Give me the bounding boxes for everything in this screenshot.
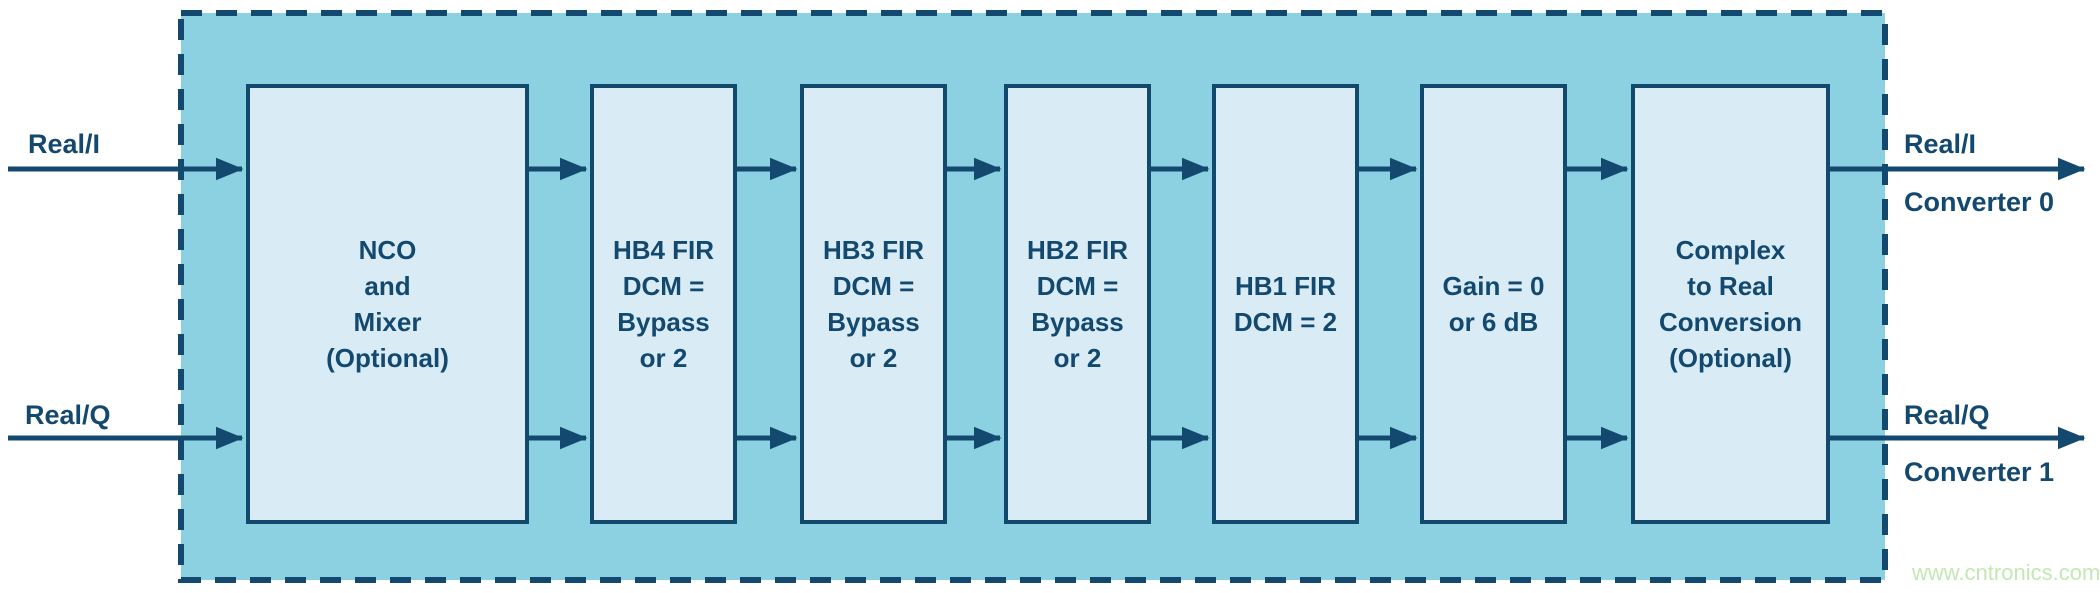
output-label-converter-0: Converter 0	[1904, 187, 2055, 217]
block-hb3-fir-label: HB3 FIR DCM = Bypass or 2	[822, 235, 925, 373]
block-nco-mixer: NCO and Mixer (Optional)	[246, 84, 529, 524]
block-nco-mixer-label: NCO and Mixer (Optional)	[326, 235, 449, 373]
block-hb2-fir-label: HB2 FIR DCM = Bypass or 2	[1026, 235, 1129, 373]
block-complex-to-real: Complex to Real Conversion (Optional)	[1631, 84, 1830, 524]
block-hb4-fir: HB4 FIR DCM = Bypass or 2	[590, 84, 737, 524]
input-label-real-i: Real/I	[28, 129, 101, 159]
block-hb4-fir-label: HB4 FIR DCM = Bypass or 2	[612, 235, 715, 373]
block-gain: Gain = 0 or 6 dB	[1420, 84, 1567, 524]
watermark-text: www.cntronics.com	[1912, 560, 2100, 585]
output-label-converter-1: Converter 1	[1904, 457, 2055, 487]
input-label-real-q: Real/Q	[25, 400, 111, 430]
block-gain-label: Gain = 0 or 6 dB	[1442, 271, 1545, 337]
block-hb2-fir: HB2 FIR DCM = Bypass or 2	[1004, 84, 1151, 524]
block-hb1-fir-label: HB1 FIR DCM = 2	[1233, 271, 1338, 337]
block-hb3-fir: HB3 FIR DCM = Bypass or 2	[800, 84, 947, 524]
output-label-real-i: Real/I	[1904, 129, 1977, 159]
block-complex-to-real-label: Complex to Real Conversion (Optional)	[1658, 235, 1803, 373]
output-label-real-q: Real/Q	[1904, 400, 1990, 430]
block-hb1-fir: HB1 FIR DCM = 2	[1212, 84, 1359, 524]
